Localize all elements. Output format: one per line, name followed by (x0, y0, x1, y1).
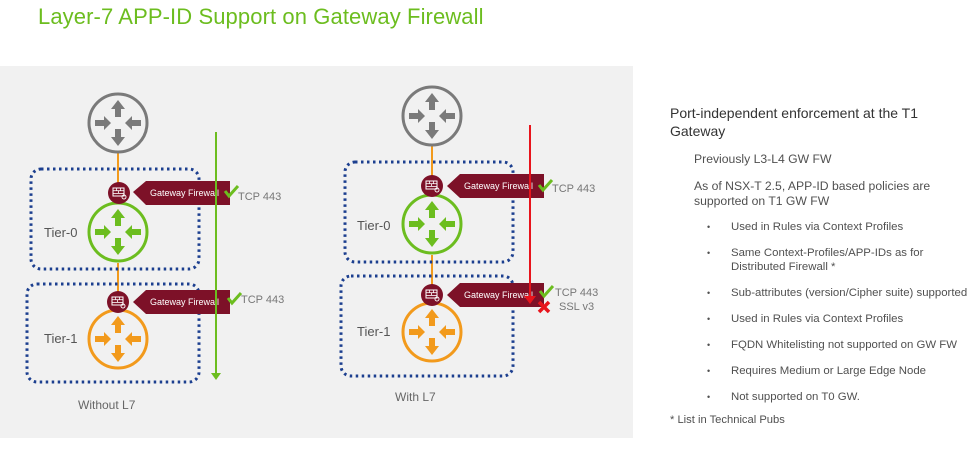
firewall-icon (107, 181, 131, 205)
svg-text:Gateway Firewall: Gateway Firewall (150, 297, 219, 307)
check-icon (223, 184, 240, 199)
tier0-boundary (343, 160, 515, 264)
gateway-firewall-tag: Gateway Firewall (447, 283, 544, 307)
gateway-firewall-tag: Gateway Firewall (133, 290, 230, 314)
firewall-icon (106, 290, 130, 314)
gateway-firewall-tag: Gateway Firewall (133, 181, 230, 205)
footnote: * List in Technical Pubs (670, 414, 785, 426)
diagram-without-l7: Tier-0 Tier-1 Gateway Firewall Gateway F… (25, 92, 284, 412)
svg-text:Gateway Firewall: Gateway Firewall (150, 188, 219, 198)
notes-paragraph: Previously L3-L4 GW FW (694, 152, 832, 166)
gateway-firewall-tag: Gateway Firewall (447, 174, 544, 198)
diagram-caption: Without L7 (78, 398, 136, 412)
bullet-item: Requires Medium or Large Edge Node (707, 364, 970, 378)
notes-bullet-list: Used in Rules via Context Profiles Same … (670, 220, 970, 404)
tier1-router-icon (87, 308, 149, 370)
cross-icon (537, 300, 551, 314)
tier0-router-icon (401, 193, 463, 255)
bullet-item: Sub-attributes (version/Cipher suite) su… (707, 286, 970, 300)
svg-text:Gateway Firewall: Gateway Firewall (464, 290, 533, 300)
slide-title: Layer-7 APP-ID Support on Gateway Firewa… (38, 4, 484, 29)
svg-text:Gateway Firewall: Gateway Firewall (464, 181, 533, 191)
arrow-head (524, 296, 536, 304)
result-text: TCP 443 (552, 183, 595, 195)
firewall-icon (420, 283, 444, 307)
bullet-item: FQDN Whitelisting not supported on GW FW (707, 338, 970, 352)
external-router-icon (87, 92, 149, 154)
diagram-caption: With L7 (395, 390, 436, 404)
notes-paragraph: As of NSX-T 2.5, APP-ID based policies a… (694, 179, 931, 208)
bullet-item: Used in Rules via Context Profiles (707, 312, 970, 326)
tier0-router-icon (87, 201, 149, 263)
check-icon (226, 291, 243, 306)
result-text: TCP 443 (238, 191, 281, 203)
tier1-router-icon (401, 301, 463, 363)
tier1-label: Tier-1 (44, 331, 77, 346)
tier0-label: Tier-0 (357, 218, 390, 233)
tier0-label: Tier-0 (44, 225, 77, 240)
result-text: TCP 443 (555, 287, 598, 299)
external-router-icon (401, 85, 463, 147)
bullet-item: Used in Rules via Context Profiles (707, 220, 970, 234)
firewall-icon (420, 174, 444, 198)
bullet-item: Same Context-Profiles/APP-IDs as for Dis… (707, 246, 970, 274)
arrow-head (211, 373, 221, 380)
tier0-boundary (29, 167, 201, 271)
bullet-item: Not supported on T0 GW. (707, 390, 970, 404)
notes-heading: Port-independent enforcement at the T1 G… (670, 105, 919, 139)
tier1-boundary (25, 282, 201, 384)
check-icon (538, 284, 555, 299)
result-text: SSL v3 (559, 301, 594, 313)
tier1-label: Tier-1 (357, 324, 390, 339)
notes-panel: Port-independent enforcement at the T1 G… (670, 104, 970, 426)
check-icon (537, 178, 554, 193)
result-text: TCP 443 (241, 294, 284, 306)
diagram-with-l7: Tier-0 Tier-1 Gateway Firewall Gateway F… (339, 85, 598, 404)
